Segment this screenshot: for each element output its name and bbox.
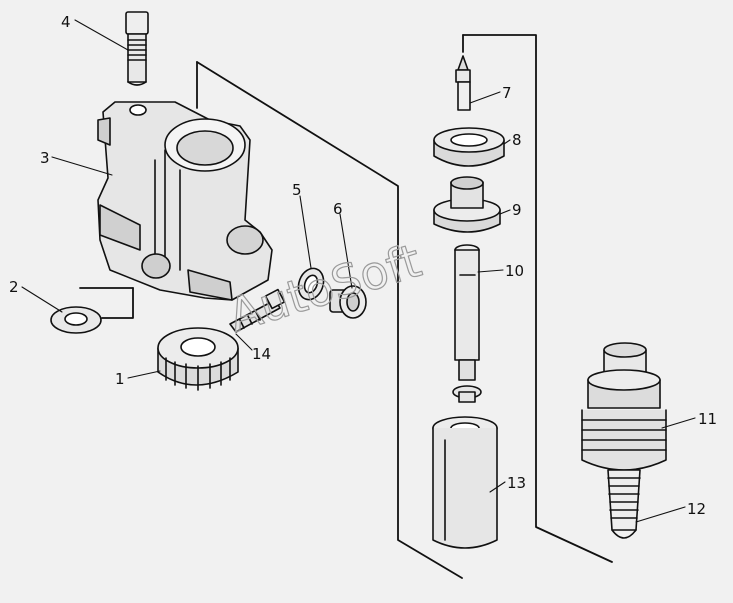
callout-5: 5 [292,181,302,199]
part-7-pin [455,55,471,111]
callout-2: 2 [9,278,19,296]
callout-14: 14 [252,345,271,363]
part-1-gear [157,327,239,391]
part-13-barrel [432,416,498,549]
callout-12: 12 [687,500,706,518]
callout-9: 9 [512,201,522,219]
part-5-ring [297,267,325,301]
callout-8: 8 [512,131,522,149]
callout-7: 7 [502,84,512,102]
part-12-spring [607,469,641,539]
callout-1: 1 [115,370,125,388]
part-10-plunger [452,244,482,403]
callout-4: 4 [61,13,71,31]
part-14-screw [229,288,286,333]
part-4-bolt [125,11,149,86]
part-2-washer [50,306,102,334]
leader-lines [21,19,696,523]
part-9-nut [433,176,501,233]
callout-3: 3 [40,149,50,167]
part-11-valve-body [581,342,667,471]
part-6-plug [329,285,367,319]
callout-10: 10 [505,262,524,280]
callout-labels: 4 3 2 1 14 5 6 7 8 9 10 11 12 13 [9,13,717,518]
part-3-housing [97,101,273,301]
callout-13: 13 [507,474,526,492]
callout-11: 11 [698,410,717,428]
part-8-bearing [433,127,505,167]
assembly-lines [79,34,613,579]
callout-6: 6 [333,200,343,218]
